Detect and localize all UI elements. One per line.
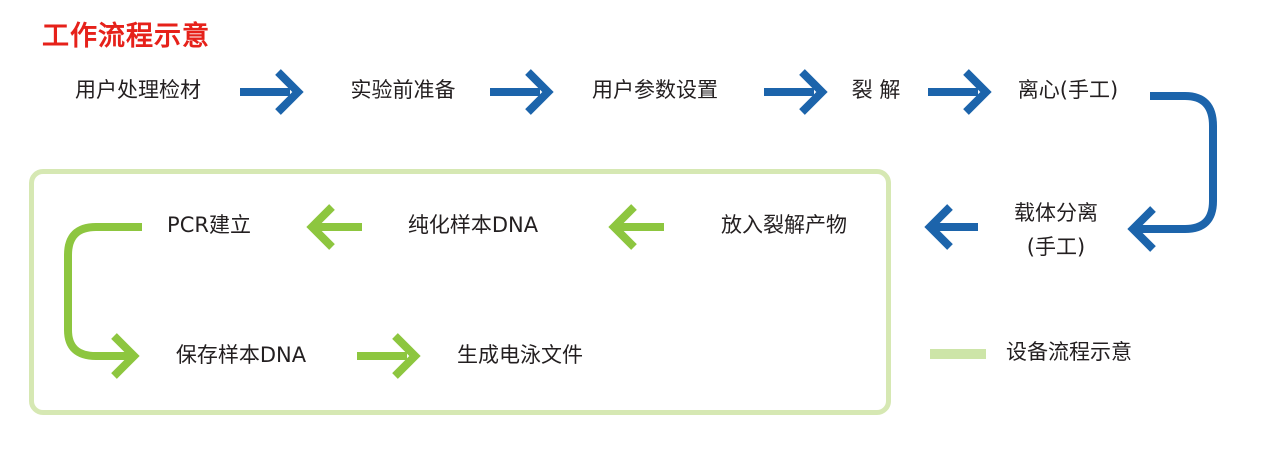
legend-swatch bbox=[930, 349, 986, 359]
step-experiment-prep: 实验前准备 bbox=[350, 78, 456, 102]
diagram-title: 工作流程示意 bbox=[42, 21, 210, 52]
device-process-frame bbox=[29, 169, 891, 415]
arrow-right-4 bbox=[928, 69, 992, 115]
step-user-process-sample: 用户处理检材 bbox=[75, 78, 201, 102]
step-carrier-separation: 载体分离 bbox=[1014, 201, 1098, 225]
arrow-right-1 bbox=[240, 69, 304, 115]
step-purify-dna: 纯化样本DNA bbox=[407, 213, 539, 237]
step-centrifuge-manual: 离心(手工) bbox=[1017, 78, 1119, 102]
arrow-curve-left bbox=[64, 223, 142, 379]
step-save-dna: 保存样本DNA bbox=[175, 343, 307, 367]
legend-label: 设备流程示意 bbox=[1006, 340, 1132, 364]
step-generate-electrophoresis-file: 生成电泳文件 bbox=[457, 343, 583, 367]
arrow-left-2 bbox=[608, 204, 664, 250]
step-user-parameter-setting: 用户参数设置 bbox=[592, 78, 718, 102]
arrow-left-3 bbox=[306, 204, 362, 250]
arrow-left-1 bbox=[924, 204, 978, 250]
step-load-lysate: 放入裂解产物 bbox=[721, 213, 847, 237]
arrow-right-3 bbox=[764, 69, 828, 115]
step-lysis: 裂 解 bbox=[851, 78, 901, 102]
arrow-right-5 bbox=[357, 333, 421, 379]
arrow-right-2 bbox=[490, 69, 554, 115]
arrow-curve-down bbox=[1127, 92, 1217, 252]
step-pcr-setup: PCR建立 bbox=[167, 213, 251, 237]
step-carrier-separation-manual: (手工) bbox=[1026, 235, 1086, 259]
